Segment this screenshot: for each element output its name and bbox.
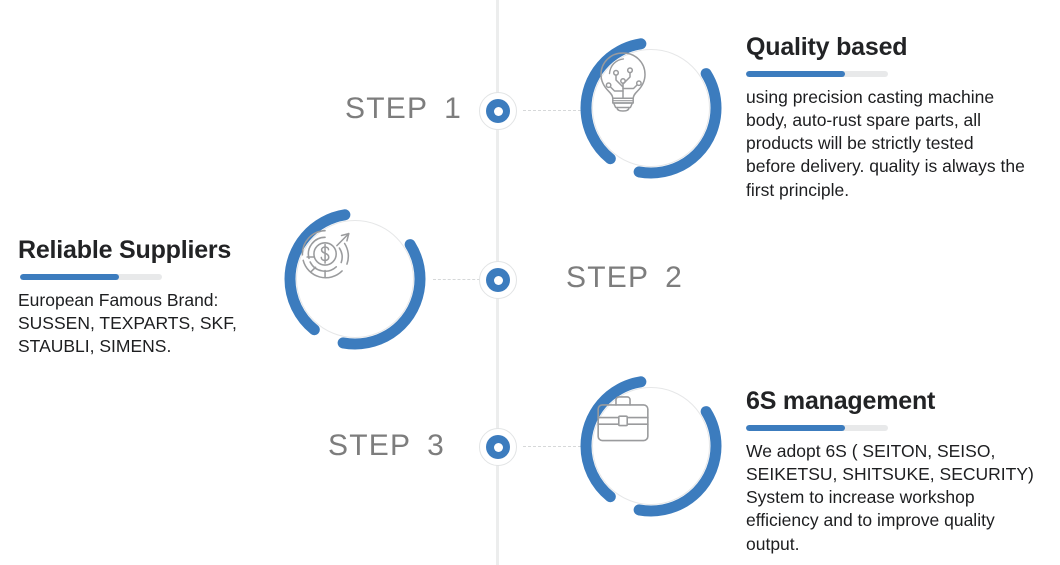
6s-management-body: We adopt 6S ( SEITON, SEISO, SEIKETSU, S… xyxy=(746,440,1034,554)
step-1-node[interactable] xyxy=(479,92,517,130)
block-6s-management: 6S management We adopt 6S ( SEITON, SEIS… xyxy=(746,387,1046,556)
step-2-node[interactable] xyxy=(479,261,517,299)
step-3-icon-ring[interactable] xyxy=(578,373,724,519)
step-2-connector xyxy=(433,279,485,280)
step-3-node[interactable] xyxy=(479,428,517,466)
step-3-node-core xyxy=(486,435,510,459)
reliable-suppliers-progress-fill xyxy=(20,273,120,280)
step-3-number: 3 xyxy=(427,429,446,462)
quality-based-title: Quality based xyxy=(746,33,908,61)
6s-management-progress-bar xyxy=(746,424,888,431)
step-1-connector xyxy=(523,110,581,111)
6s-management-progress-fill xyxy=(746,424,846,431)
quality-based-progress-fill xyxy=(746,70,846,77)
step-3-connector xyxy=(523,446,581,447)
briefcase-icon xyxy=(597,396,649,442)
step-1-icon-ring[interactable] xyxy=(578,35,724,181)
step-1-label: STEP 1 xyxy=(345,92,462,126)
step-1-word: STEP xyxy=(345,92,429,125)
step-2-node-core xyxy=(486,268,510,292)
step-2-node-hole xyxy=(493,275,503,285)
step-2-number: 2 xyxy=(665,261,684,294)
step-3-word: STEP xyxy=(328,429,412,462)
step-2-icon-face xyxy=(296,220,414,338)
step-3-icon-face xyxy=(592,387,710,505)
step-1-node-hole xyxy=(493,106,503,116)
quality-based-progress-bar xyxy=(746,70,888,77)
reliable-suppliers-title: Reliable Suppliers xyxy=(18,236,232,264)
step-1-node-core xyxy=(486,99,510,123)
block-quality-based: Quality based using precision casting ma… xyxy=(746,33,1028,202)
block-reliable-suppliers: Reliable Suppliers European Famous Brand… xyxy=(18,236,258,358)
reliable-suppliers-body: European Famous Brand: SUSSEN, TEXPARTS,… xyxy=(18,289,237,357)
step-1-number: 1 xyxy=(444,92,463,125)
lightbulb-circuit-icon xyxy=(600,52,646,112)
step-1-icon-face xyxy=(592,49,710,167)
step-2-word: STEP xyxy=(566,261,650,294)
step-3-label: STEP 3 xyxy=(328,429,445,463)
dollar-target-icon xyxy=(301,229,350,279)
step-2-icon-ring[interactable] xyxy=(282,206,428,352)
6s-management-title: 6S management xyxy=(746,387,936,415)
quality-based-body: using precision casting machine body, au… xyxy=(746,86,1025,200)
step-3-node-hole xyxy=(493,442,503,452)
step-2-label: STEP 2 xyxy=(566,261,683,295)
reliable-suppliers-progress-bar xyxy=(20,273,162,280)
